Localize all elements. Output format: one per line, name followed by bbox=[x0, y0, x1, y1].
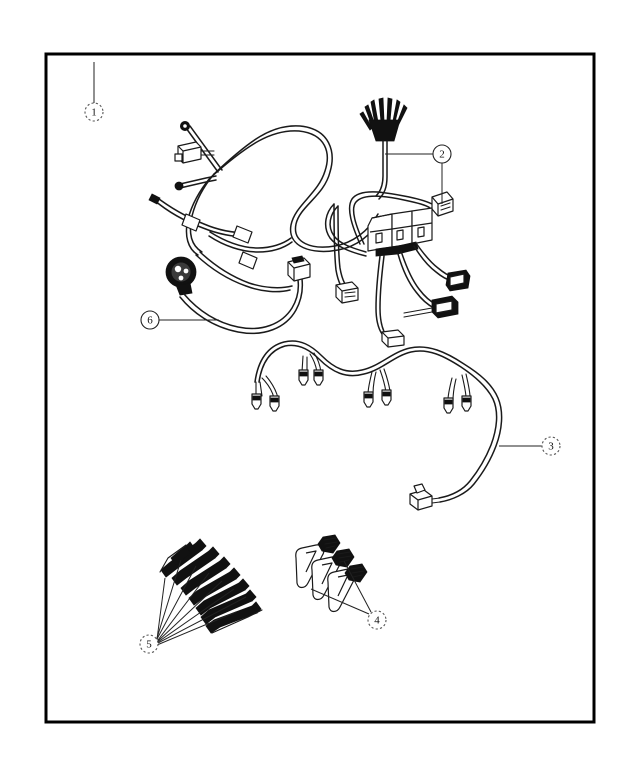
part-retainer-clips-and-terminals bbox=[295, 534, 368, 613]
callout-6-number: 6 bbox=[147, 315, 153, 327]
cable-tie-2 bbox=[171, 546, 220, 586]
relay-block bbox=[367, 207, 433, 252]
callout-5-number: 5 bbox=[146, 639, 152, 651]
diagram-frame bbox=[44, 52, 596, 724]
callout-4-number: 4 bbox=[374, 615, 380, 627]
pigtail-blade-connector bbox=[287, 255, 311, 282]
spade-terminal-pair-1 bbox=[251, 393, 280, 412]
callout-1[interactable]: 1 bbox=[84, 102, 104, 122]
callout-3[interactable]: 3 bbox=[541, 436, 561, 456]
spade-terminal-pair-2 bbox=[298, 369, 324, 386]
barrel-terminal-3 bbox=[344, 563, 368, 583]
relay-right-connectors bbox=[403, 269, 471, 319]
cable-tie-4 bbox=[188, 567, 241, 606]
callout-6[interactable]: 6 bbox=[140, 310, 160, 330]
callout-3-number: 3 bbox=[548, 441, 554, 453]
callout-5[interactable]: 5 bbox=[139, 634, 159, 654]
callout-leaders bbox=[93, 62, 542, 648]
callout-2-number: 2 bbox=[439, 149, 445, 161]
part-fanout-terminal bbox=[359, 97, 408, 200]
retainer-clip-2 bbox=[311, 556, 341, 601]
spade-terminal-pair-3 bbox=[363, 389, 392, 408]
spade-terminal-pair-4 bbox=[443, 395, 472, 414]
barrel-terminal-2 bbox=[331, 548, 355, 568]
callout-1-number: 1 bbox=[91, 107, 97, 119]
cable-tie-3 bbox=[180, 556, 231, 596]
part-main-engine-wiring-harness bbox=[148, 121, 383, 293]
part-sensor-pigtail-harness bbox=[165, 255, 311, 335]
callout-2[interactable]: 2 bbox=[432, 144, 452, 164]
barrel-terminal-1 bbox=[317, 534, 341, 554]
round-socket-connector bbox=[165, 256, 197, 296]
part-relay-block-assembly bbox=[324, 191, 471, 348]
callout-4[interactable]: 4 bbox=[367, 610, 387, 630]
cable-tie-7 bbox=[170, 541, 196, 566]
harness-plug-connector bbox=[174, 141, 215, 164]
injector-end-connector bbox=[409, 483, 441, 511]
relay-left-blade-connector bbox=[335, 281, 359, 304]
part-injector-jumper-harness bbox=[251, 340, 503, 511]
relay-bottom-terminal bbox=[381, 329, 405, 348]
